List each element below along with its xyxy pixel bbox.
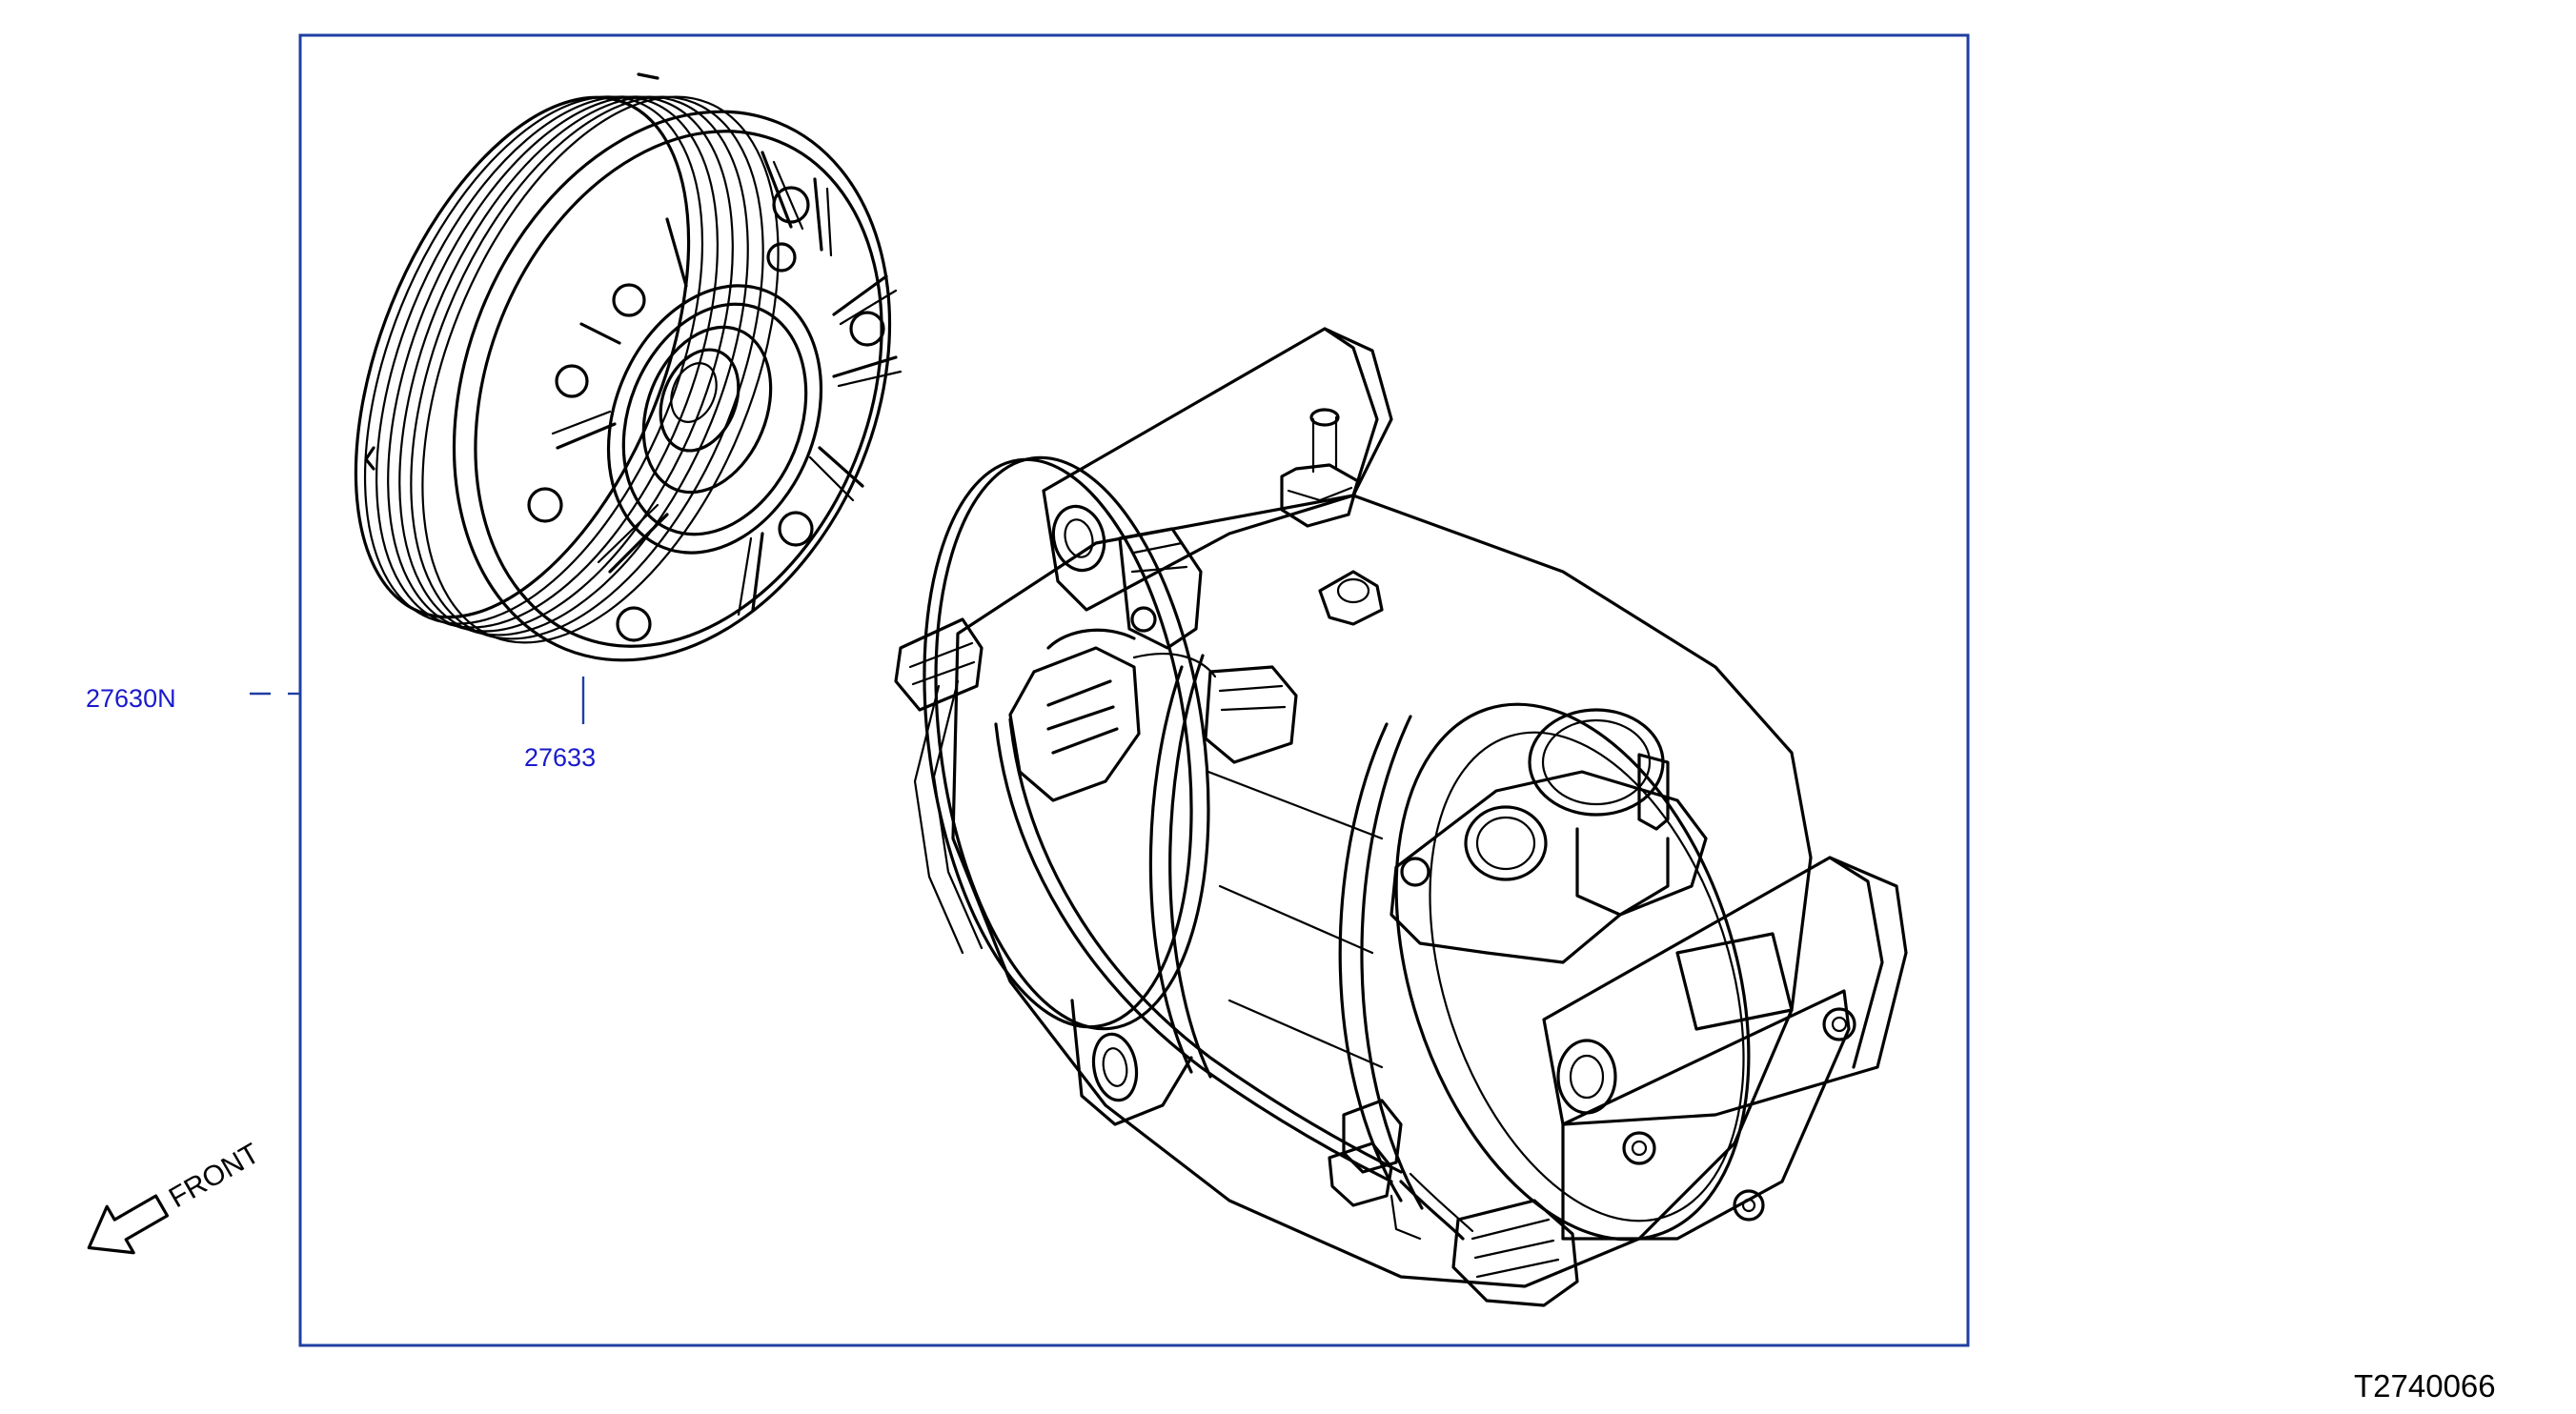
clutch-pulley-illustration [354, 72, 903, 662]
callout-clutch: 27633 [524, 677, 596, 772]
compressor-illustration [894, 327, 1908, 1307]
callout-assembly: 27630N [86, 684, 300, 713]
assembly-frame [298, 33, 1970, 1347]
front-arrow-icon [87, 1194, 170, 1255]
front-label: FRONT [164, 1138, 265, 1214]
callout-clutch-label: 27633 [524, 743, 596, 772]
front-indicator: FRONT [87, 1138, 265, 1255]
illustration-code: T2740066 [2354, 1368, 2496, 1404]
callout-assembly-label: 27630N [86, 684, 176, 713]
